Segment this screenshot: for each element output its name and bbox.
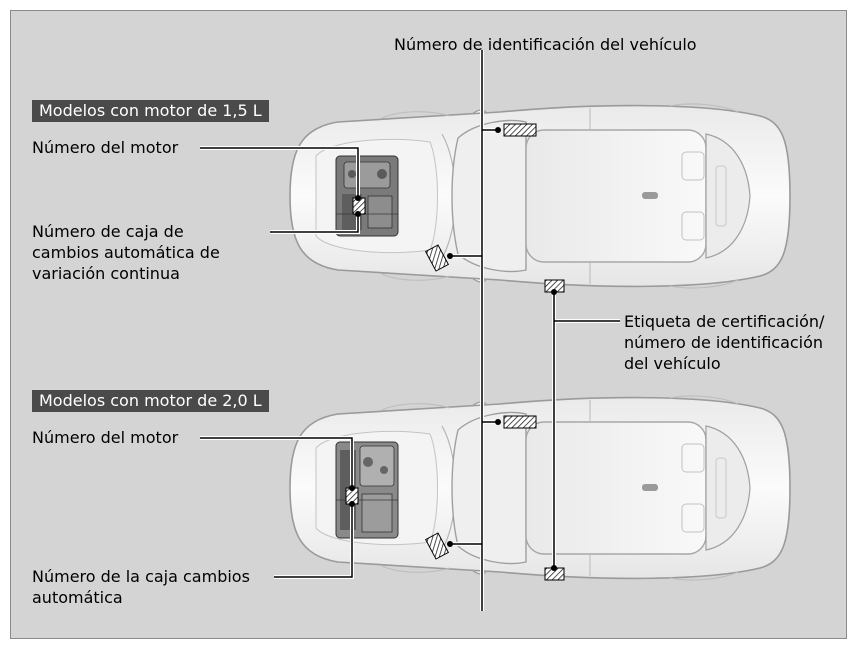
dash-vin-plate-top — [424, 244, 450, 272]
vin-plate-bottom-car — [503, 415, 537, 429]
engine-2-0l-illustration — [335, 441, 399, 539]
at-number-label-line-2: automática — [32, 588, 123, 607]
cert-label-line-3: del vehículo — [624, 354, 721, 373]
dash-vin-plate-bottom — [424, 532, 450, 560]
engine-number-label-2-0l: Número del motor — [32, 428, 179, 447]
cvt-number-label-line-2: cambios automática de — [32, 243, 220, 262]
vin-plate-top-car — [503, 123, 537, 137]
at-number-label-line-1: Número de la caja cambios — [32, 567, 250, 586]
engine-1-5l-illustration — [335, 155, 399, 237]
model-2-0l-badge: Modelos con motor de 2,0 L — [32, 390, 269, 412]
cvt-number-label-line-1: Número de caja de — [32, 222, 184, 241]
model-1-5l-badge: Modelos con motor de 1,5 L — [32, 100, 269, 122]
cert-label-line-2: número de identificación — [624, 333, 824, 352]
engine-number-label-1-5l: Número del motor — [32, 138, 179, 157]
cert-label-line-1: Etiqueta de certificación/ — [624, 312, 825, 331]
location-plates — [345, 123, 565, 581]
leader-dots — [349, 127, 557, 571]
cvt-number-label-line-3: variación continua — [32, 264, 180, 283]
vin-label-top: Número de identificación del vehículo — [394, 35, 697, 54]
